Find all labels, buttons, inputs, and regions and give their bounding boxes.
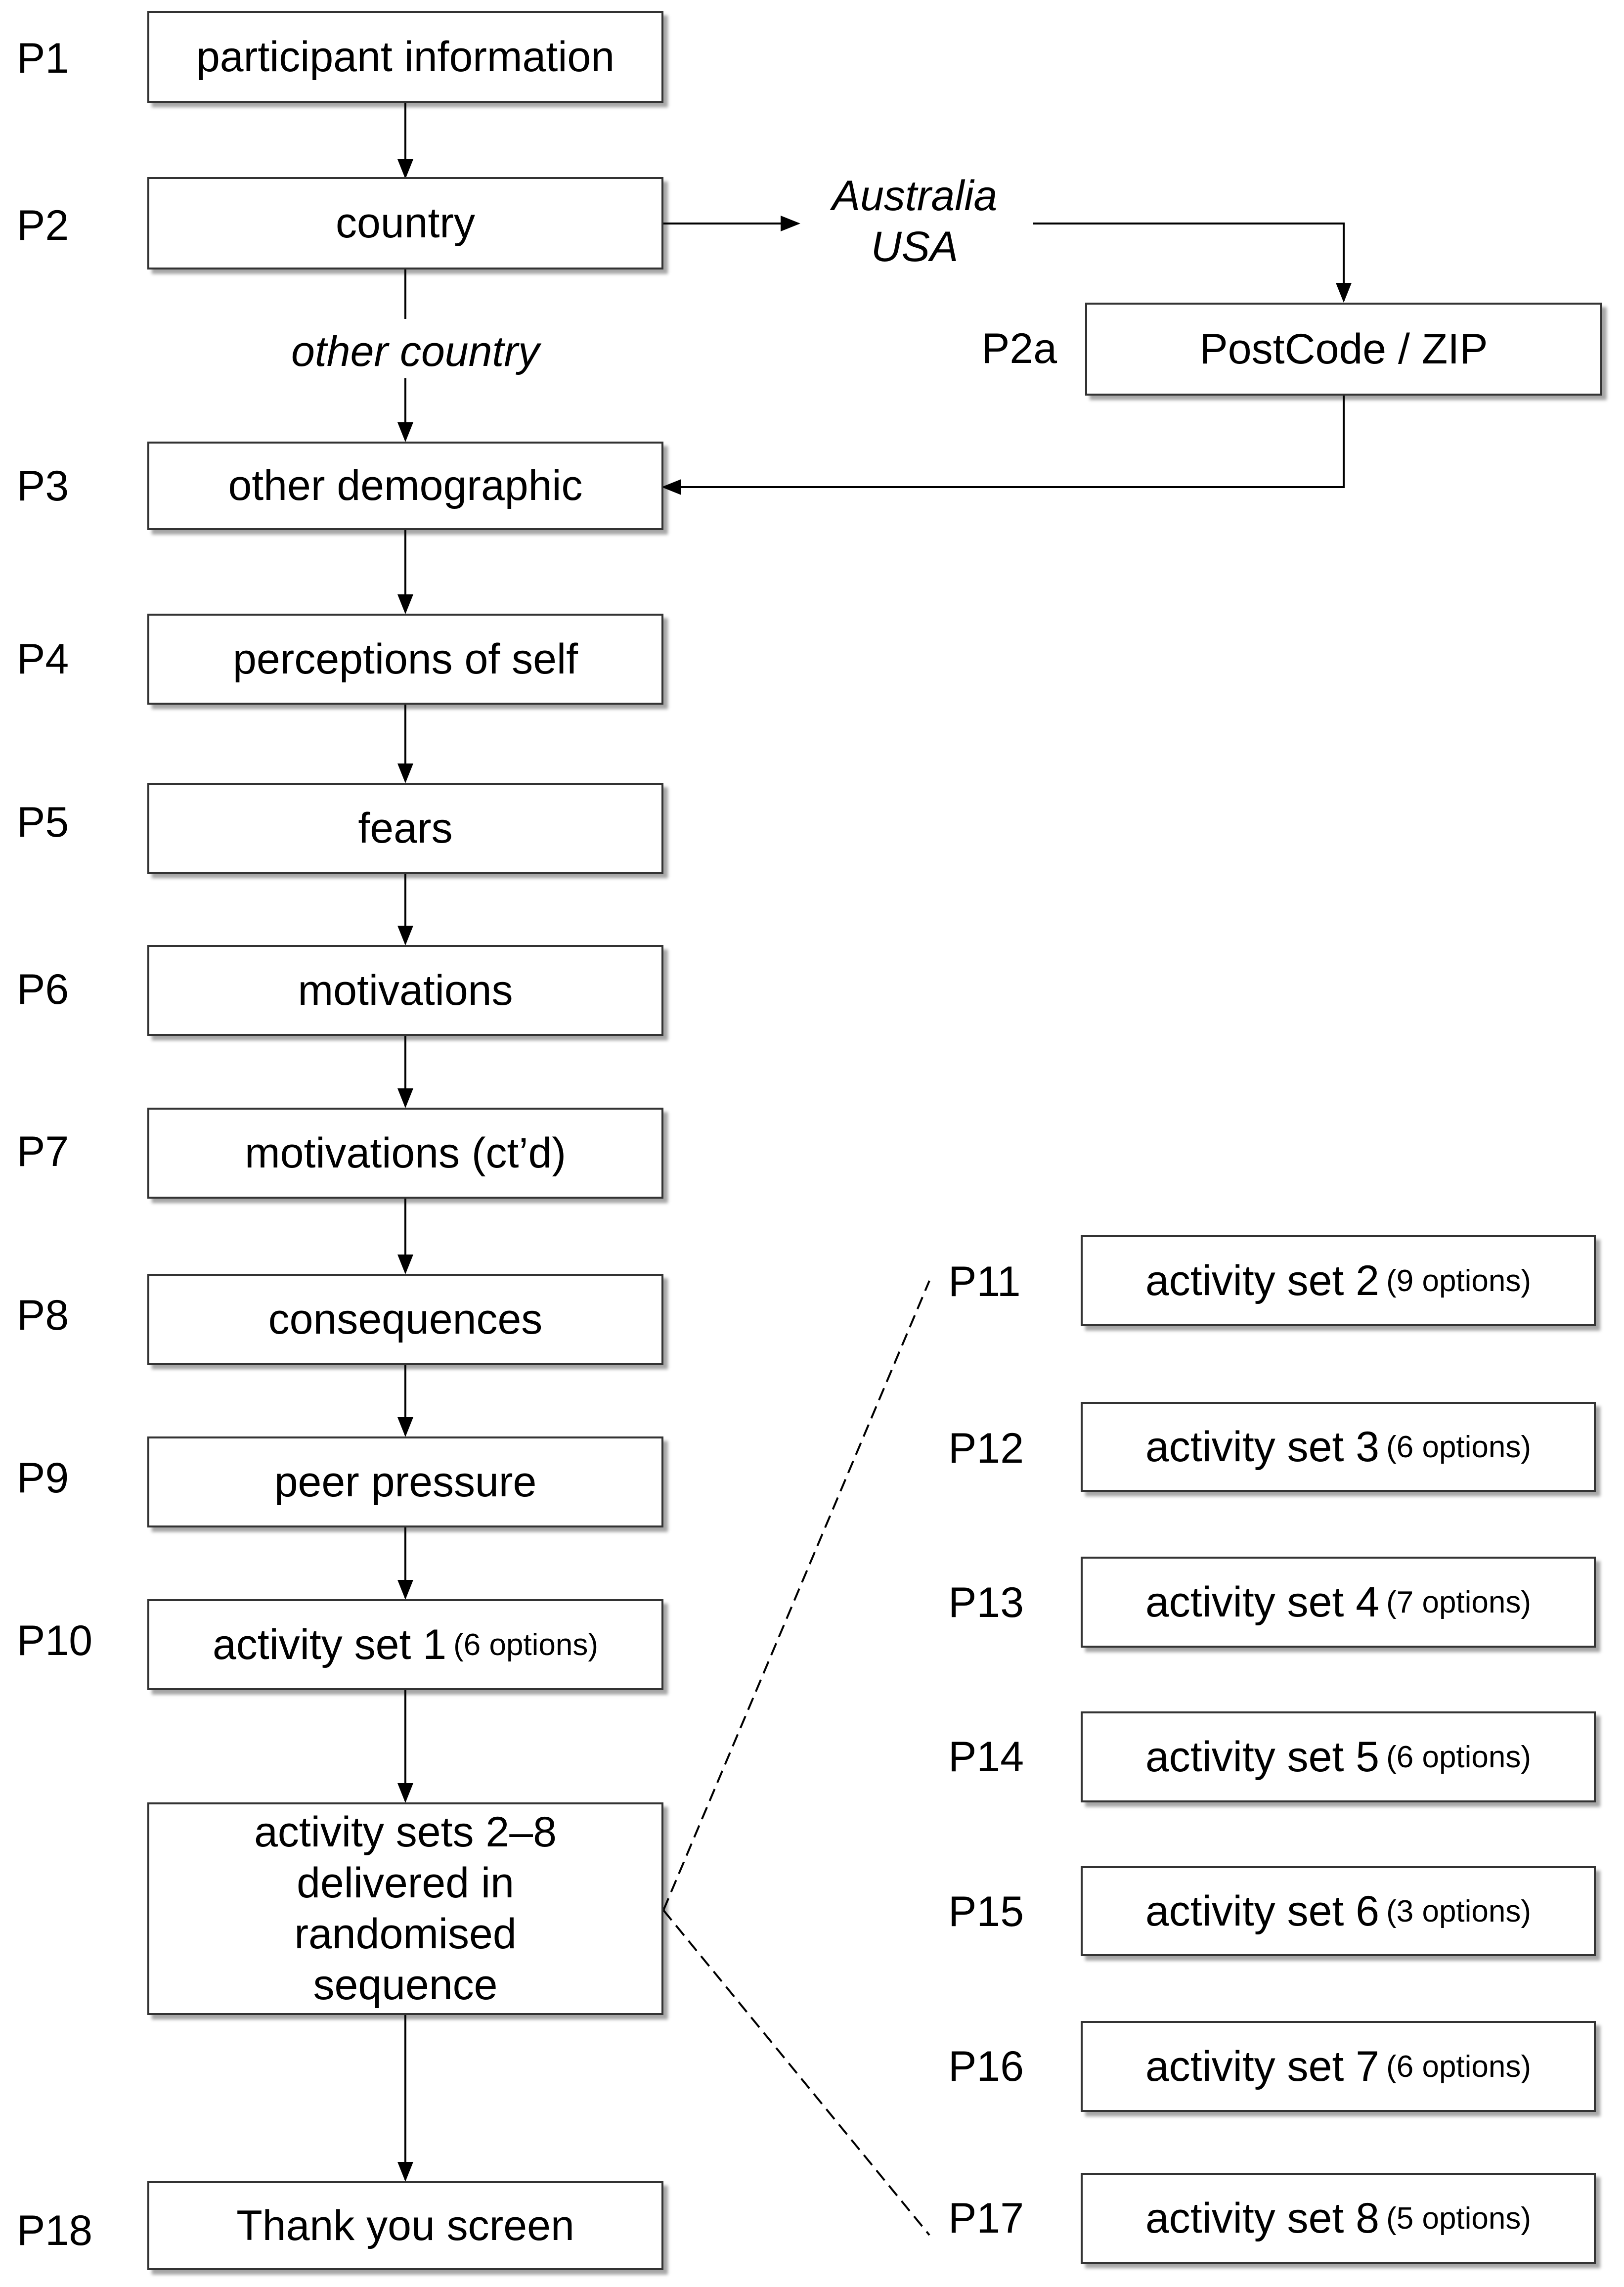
p12-text: activity set 3 xyxy=(1145,1423,1380,1471)
p11-text: activity set 2 xyxy=(1145,1256,1380,1304)
p1-label: P1 xyxy=(17,35,69,82)
p7-box: motivations (ct’d) xyxy=(147,1108,663,1199)
other-country-label: other country xyxy=(291,328,539,375)
p13-options: (7 options) xyxy=(1386,1585,1532,1619)
p7-label: P7 xyxy=(17,1128,69,1175)
p8-text: consequences xyxy=(268,1295,543,1343)
p12-box: activity set 3 (6 options) xyxy=(1081,1402,1596,1492)
p2a-box: PostCode / ZIP xyxy=(1085,303,1602,396)
p14-label: P14 xyxy=(948,1733,1024,1781)
p4-box: perceptions of self xyxy=(147,614,663,705)
p16-options: (6 options) xyxy=(1386,2049,1532,2084)
p10-box: activity set 1 (6 options) xyxy=(147,1599,663,1690)
random-line-2: delivered in xyxy=(297,1859,514,1907)
usa-text: USA xyxy=(871,223,959,271)
p3-text: other demographic xyxy=(228,462,583,509)
p2-label: P2 xyxy=(17,202,69,249)
p15-text: activity set 6 xyxy=(1145,1887,1380,1935)
p1-text: participant information xyxy=(196,33,615,81)
p4-label: P4 xyxy=(17,635,69,683)
p15-label: P15 xyxy=(948,1888,1024,1935)
p8-label: P8 xyxy=(17,1292,69,1339)
p10-options: (6 options) xyxy=(453,1627,599,1662)
p2a-text: PostCode / ZIP xyxy=(1199,325,1488,373)
p17-box: activity set 8 (5 options) xyxy=(1081,2173,1596,2264)
p9-box: peer pressure xyxy=(147,1436,663,1527)
p15-options: (3 options) xyxy=(1386,1894,1532,1928)
p14-text: activity set 5 xyxy=(1145,1733,1380,1781)
australia-usa-label: Australia USA xyxy=(821,171,1009,272)
random-line-1: activity sets 2–8 xyxy=(254,1808,557,1856)
p9-label: P9 xyxy=(17,1454,69,1502)
p5-text: fears xyxy=(358,804,453,852)
p9-text: peer pressure xyxy=(274,1458,537,1506)
p11-box: activity set 2 (9 options) xyxy=(1081,1235,1596,1326)
randomised-sequence-box: activity sets 2–8 delivered in randomise… xyxy=(147,1802,663,2015)
p18-text: Thank you screen xyxy=(236,2201,574,2249)
p18-box: Thank you screen xyxy=(147,2181,663,2270)
p13-text: activity set 4 xyxy=(1145,1578,1380,1626)
p11-options: (9 options) xyxy=(1386,1263,1532,1298)
p16-box: activity set 7 (6 options) xyxy=(1081,2021,1596,2112)
p5-box: fears xyxy=(147,783,663,874)
p3-box: other demographic xyxy=(147,442,663,530)
dashed-line-to-p11 xyxy=(662,1280,930,1911)
p6-text: motivations xyxy=(298,966,513,1014)
p13-box: activity set 4 (7 options) xyxy=(1081,1557,1596,1648)
p10-label: P10 xyxy=(17,1617,93,1664)
p17-options: (5 options) xyxy=(1386,2201,1532,2236)
p7-text: motivations (ct’d) xyxy=(245,1129,566,1177)
random-line-4: sequence xyxy=(313,1961,498,2009)
p6-label: P6 xyxy=(17,966,69,1013)
random-line-3: randomised xyxy=(294,1910,517,1958)
p6-box: motivations xyxy=(147,945,663,1036)
p14-options: (6 options) xyxy=(1386,1740,1532,1774)
p12-options: (6 options) xyxy=(1386,1430,1532,1464)
arrow-p2a-p3 xyxy=(661,396,1345,495)
p11-label: P11 xyxy=(948,1258,1021,1305)
p16-label: P16 xyxy=(948,2043,1024,2090)
p17-label: P17 xyxy=(948,2195,1024,2242)
p3-label: P3 xyxy=(17,462,69,510)
dashed-line-to-p17 xyxy=(662,1909,930,2236)
p4-text: perceptions of self xyxy=(233,635,578,683)
p16-text: activity set 7 xyxy=(1145,2042,1380,2090)
australia-text: Australia xyxy=(832,172,998,220)
p12-label: P12 xyxy=(948,1425,1024,1472)
p2a-label: P2a xyxy=(981,325,1057,372)
p13-label: P13 xyxy=(948,1579,1024,1626)
p8-box: consequences xyxy=(147,1274,663,1365)
p2-box: country xyxy=(147,177,663,269)
p10-text: activity set 1 xyxy=(212,1620,447,1668)
p5-label: P5 xyxy=(17,799,69,846)
p2-text: country xyxy=(335,199,476,247)
p15-box: activity set 6 (3 options) xyxy=(1081,1866,1596,1956)
p1-box: participant information xyxy=(147,11,663,103)
p17-text: activity set 8 xyxy=(1145,2194,1380,2242)
arrow-usa-p2a xyxy=(1033,223,1352,303)
p14-box: activity set 5 (6 options) xyxy=(1081,1711,1596,1802)
p18-label: P18 xyxy=(17,2207,93,2254)
